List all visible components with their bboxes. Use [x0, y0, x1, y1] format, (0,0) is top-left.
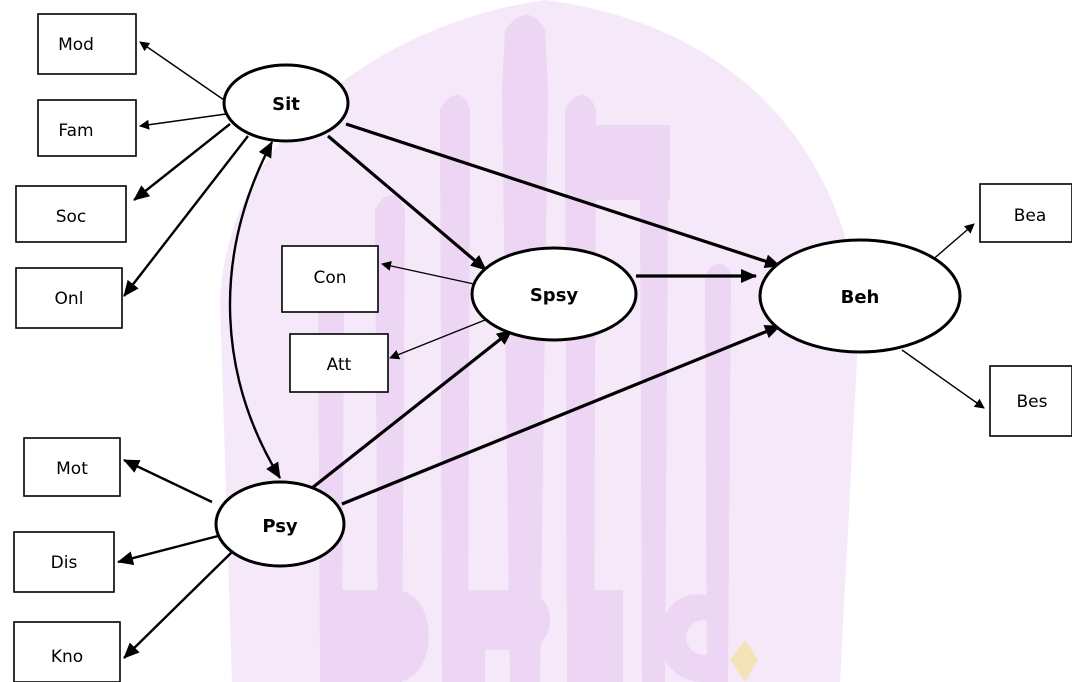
- latent-sit: Sit: [222, 63, 350, 143]
- svg-text:Onl: Onl: [55, 289, 84, 309]
- indicator-att: Att: [289, 333, 389, 393]
- indicator-dis: Dis: [13, 531, 115, 593]
- svg-text:Bea: Bea: [1014, 206, 1047, 226]
- indicator-bea: Bea: [979, 183, 1072, 243]
- university-seal-watermark-icon: [220, 0, 860, 682]
- svg-text:Mod: Mod: [58, 35, 94, 55]
- indicator-soc: Soc: [15, 185, 127, 243]
- svg-text:Sit: Sit: [272, 94, 300, 115]
- measurement-paths: [117, 41, 985, 659]
- indicator-kno: Kno: [13, 621, 121, 682]
- latent-spsy: Spsy: [470, 246, 638, 342]
- structural-paths: [228, 122, 781, 506]
- indicator-fam: Fam: [37, 99, 137, 157]
- svg-text:Spsy: Spsy: [530, 285, 579, 306]
- svg-text:Psy: Psy: [262, 516, 298, 537]
- indicator-mod: Mod: [37, 13, 137, 75]
- indicator-bes: Bes: [989, 365, 1072, 437]
- indicator-con: Con: [281, 245, 379, 313]
- svg-text:Dis: Dis: [51, 553, 78, 573]
- latent-psy: Psy: [214, 480, 346, 568]
- svg-text:Fam: Fam: [58, 121, 93, 141]
- svg-text:Beh: Beh: [841, 287, 880, 308]
- indicator-onl: Onl: [15, 267, 123, 329]
- svg-text:Mot: Mot: [56, 459, 88, 479]
- svg-text:Bes: Bes: [1017, 392, 1048, 412]
- svg-text:Soc: Soc: [56, 207, 87, 227]
- latent-beh: Beh: [758, 238, 962, 354]
- indicator-mot: Mot: [23, 437, 121, 497]
- svg-text:Att: Att: [327, 355, 352, 375]
- svg-text:Con: Con: [313, 268, 346, 288]
- svg-text:Kno: Kno: [51, 647, 83, 667]
